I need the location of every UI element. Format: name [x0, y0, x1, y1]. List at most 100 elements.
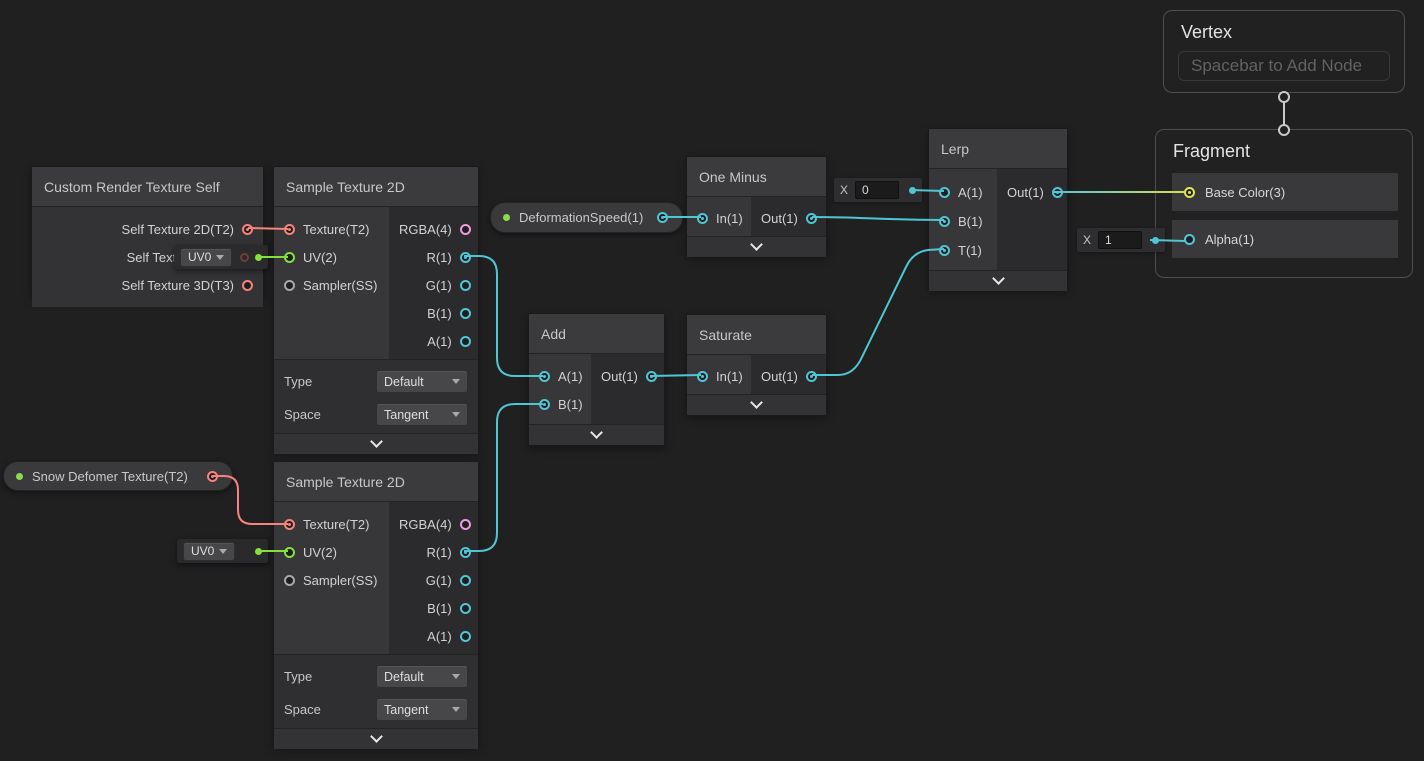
node-title-bar[interactable]: Sample Texture 2D — [274, 167, 478, 207]
lerp-a-value-field[interactable]: 0 — [855, 181, 900, 199]
sampler-in-port[interactable] — [284, 279, 295, 291]
port-label: A(1) — [558, 368, 583, 384]
port-label: UV(2) — [303, 544, 337, 560]
exposed-property-dot-icon — [503, 214, 510, 221]
b-out-port[interactable] — [459, 307, 471, 319]
edge-oneminus-to-lerp-b[interactable] — [811, 216, 945, 221]
property-out-port[interactable] — [207, 470, 218, 482]
fragment-row-alpha[interactable]: Alpha(1) — [1172, 220, 1398, 258]
node-title-bar[interactable]: Add — [529, 314, 664, 354]
chevron-down-icon — [590, 426, 603, 439]
space-dropdown[interactable]: Tangent — [376, 403, 468, 426]
space-dropdown[interactable]: Tangent — [376, 698, 468, 721]
node-title: One Minus — [699, 168, 767, 185]
property-out-port[interactable] — [657, 212, 668, 223]
node-title-bar[interactable]: Sample Texture 2D — [274, 462, 478, 502]
collapse-button[interactable] — [929, 270, 1067, 291]
node-one-minus[interactable]: One Minus In(1) Out(1) — [686, 156, 827, 257]
a-out-port[interactable] — [459, 630, 471, 642]
type-dropdown[interactable]: Default — [376, 665, 468, 688]
chevron-down-icon — [991, 272, 1005, 285]
b-in-port[interactable] — [539, 398, 550, 410]
property-pill-deformation-speed[interactable]: DeformationSpeed(1) — [490, 202, 683, 233]
port-label: Sampler(SS) — [303, 277, 378, 293]
node-sample-texture-2d-top[interactable]: Sample Texture 2D Texture(T2) UV(2) Samp… — [273, 166, 479, 454]
b-out-port[interactable] — [459, 602, 471, 614]
collapse-button[interactable] — [687, 394, 826, 415]
b-in-port[interactable] — [939, 216, 950, 227]
port-label: B(1) — [427, 305, 452, 321]
node-sample-texture-2d-bottom[interactable]: Sample Texture 2D Texture(T2) UV(2) Samp… — [273, 461, 479, 749]
port-label: Self Texture 2D(T2) — [121, 221, 234, 237]
port-label: B(1) — [558, 396, 583, 412]
collapse-button[interactable] — [274, 728, 478, 749]
control-label: Space — [284, 407, 321, 422]
port-label: B(1) — [427, 600, 452, 616]
uv-in-port[interactable] — [284, 251, 295, 263]
port-label: B(1) — [958, 214, 983, 229]
uv-in-port[interactable] — [284, 546, 295, 558]
node-saturate[interactable]: Saturate In(1) Out(1) — [686, 314, 827, 415]
dropdown-arrow-icon — [452, 412, 460, 417]
node-title-bar[interactable]: Custom Render Texture Self — [32, 167, 263, 207]
exposed-property-dot-icon — [16, 472, 23, 480]
type-dropdown[interactable]: Default — [376, 370, 468, 393]
in-port[interactable] — [697, 370, 708, 382]
r-out-port[interactable] — [459, 251, 471, 263]
node-title: Custom Render Texture Self — [44, 178, 220, 195]
dropdown-arrow-icon — [219, 548, 227, 554]
node-add[interactable]: Add A(1) B(1) Out(1) — [528, 313, 665, 446]
collapse-button[interactable] — [274, 433, 478, 454]
collapse-button[interactable] — [529, 424, 664, 445]
alpha-value-field[interactable]: 1 — [1098, 231, 1143, 249]
alpha-port[interactable] — [1184, 233, 1195, 245]
t-in-port[interactable] — [939, 245, 950, 256]
r-out-port[interactable] — [459, 546, 471, 558]
g-out-port[interactable] — [459, 574, 471, 586]
a-out-port[interactable] — [459, 335, 471, 347]
vertex-context-block[interactable]: Vertex Spacebar to Add Node — [1163, 10, 1405, 93]
a-in-port[interactable] — [539, 370, 550, 382]
node-title-bar[interactable]: Lerp — [929, 129, 1067, 169]
g-out-port[interactable] — [459, 279, 471, 291]
node-title-bar[interactable]: Saturate — [687, 315, 826, 355]
base-color-port[interactable] — [1184, 186, 1195, 198]
out-port[interactable] — [1051, 187, 1063, 198]
a-in-port[interactable] — [939, 187, 950, 198]
out-port[interactable] — [645, 370, 657, 382]
connector-dot — [1152, 236, 1159, 244]
fragment-row-base-color[interactable]: Base Color(3) — [1172, 173, 1398, 211]
port-label: G(1) — [425, 572, 452, 588]
collapse-button[interactable] — [687, 236, 826, 257]
rgba-out-port[interactable] — [459, 518, 471, 530]
texture-in-port[interactable] — [284, 223, 295, 235]
uv-channel-dropdown[interactable]: UV0 — [180, 247, 232, 267]
node-custom-render-texture-self[interactable]: Custom Render Texture Self Self Texture … — [31, 166, 264, 307]
property-pill-snow-deformer-texture[interactable]: Snow Defomer Texture(T2) — [3, 461, 233, 491]
add-node-placeholder[interactable]: Spacebar to Add Node — [1178, 51, 1390, 81]
node-title: Add — [541, 325, 566, 342]
chevron-down-icon — [750, 238, 763, 251]
in-port[interactable] — [697, 212, 708, 224]
port-label: Texture(T2) — [303, 221, 370, 237]
self-texture-2d-port[interactable] — [242, 223, 253, 235]
out-port[interactable] — [805, 370, 817, 382]
edge-saturate-to-lerp-t[interactable] — [812, 248, 945, 376]
port-label: Out(1) — [761, 368, 798, 384]
out-port[interactable] — [805, 212, 817, 224]
rgba-out-port[interactable] — [459, 223, 471, 235]
port-label: RGBA(4) — [399, 221, 452, 237]
texture-in-port[interactable] — [284, 518, 295, 530]
node-title-bar[interactable]: One Minus — [687, 157, 826, 197]
self-texture-3d-port[interactable] — [242, 279, 253, 291]
node-lerp[interactable]: Lerp A(1) B(1) T(1) Out(1) — [928, 128, 1068, 291]
port-label: In(1) — [716, 368, 743, 384]
fragment-context-block[interactable]: Fragment Base Color(3) Alpha(1) — [1155, 129, 1413, 278]
uv-channel-dropdown[interactable]: UV0 — [183, 541, 235, 561]
chevron-down-icon — [369, 730, 383, 743]
alpha-label: Alpha(1) — [1205, 231, 1255, 247]
sampler-in-port[interactable] — [284, 574, 295, 586]
field-label: X — [840, 183, 849, 197]
port-label: In(1) — [716, 210, 743, 226]
